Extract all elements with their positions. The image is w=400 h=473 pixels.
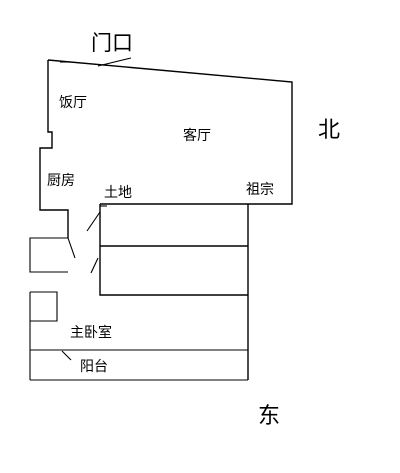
left-small-room	[29, 237, 99, 274]
ancestor-shrine-label: 祖宗	[246, 182, 274, 198]
north-label: 北	[318, 118, 340, 143]
earth-god-shrine-label: 土地	[104, 185, 132, 201]
living-room-label: 客厅	[183, 127, 211, 144]
entrance-label: 门口	[91, 31, 133, 55]
shrine-door	[86, 205, 107, 232]
dining-room-label: 饭厅	[59, 95, 87, 111]
master-bedroom-label: 主卧室	[70, 324, 112, 341]
outer-walls	[39, 59, 293, 380]
bedroom-balcony	[29, 291, 248, 381]
east-label: 东	[258, 404, 280, 429]
entrance-door	[60, 57, 132, 67]
balcony-label: 阳台	[80, 359, 108, 375]
kitchen-label: 厨房	[47, 173, 75, 189]
